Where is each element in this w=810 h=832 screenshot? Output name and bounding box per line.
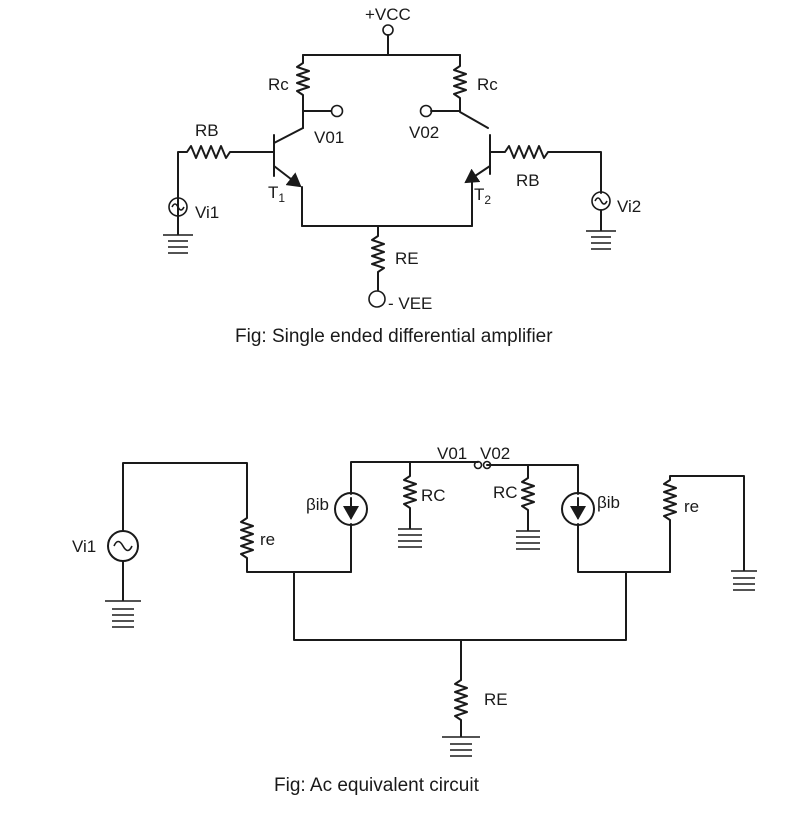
vee-terminal — [368, 290, 386, 308]
ground-icon — [105, 600, 141, 628]
vi1-sine-icon — [171, 203, 185, 211]
rb-left-resistor — [177, 145, 275, 229]
ac-equivalent-circuit: Vi1 re βib RC V01 V02 RC βib re — [72, 444, 757, 796]
ground-icon — [442, 736, 480, 757]
ground-icon — [586, 230, 616, 250]
ground-icon — [163, 234, 193, 254]
rb-left-label: RB — [195, 121, 219, 140]
vi2-sine-icon — [594, 197, 608, 205]
common-emitter-loop — [293, 571, 627, 641]
re-common-label: RE — [484, 690, 508, 709]
ground-icon — [516, 530, 540, 550]
re-left-resistor — [240, 511, 352, 573]
vi1-sine-icon — [113, 540, 133, 552]
vcc-rail — [302, 34, 461, 56]
rc-left-label: Rc — [268, 75, 289, 94]
figure1-caption: Fig: Single ended differential amplifier — [235, 326, 553, 347]
rb-right-label: RB — [516, 171, 540, 190]
v02-label: V02 — [480, 444, 510, 463]
re-right-label: re — [684, 497, 699, 516]
v01-label: V01 — [314, 128, 344, 147]
re-resistor — [371, 225, 385, 291]
re-left-label: re — [260, 530, 275, 549]
rc-right-label: RC — [493, 483, 518, 502]
right-output-wire — [486, 464, 671, 573]
rc-left-resistor — [403, 461, 417, 529]
beta-ib-right-label: βib — [597, 493, 620, 512]
beta-ib-right-source — [561, 492, 595, 526]
ground-icon — [731, 570, 757, 591]
rc-right-label: Rc — [477, 75, 498, 94]
v01-terminal — [330, 104, 344, 118]
differential-amplifier-schematic: +VCC Rc V01 T1 RB Vi1 RE - VEE Rc — [163, 5, 641, 347]
v02-label: V02 — [409, 123, 439, 142]
ground-icon — [398, 528, 422, 548]
vcc-label: +VCC — [365, 5, 411, 24]
rc-right-resistor — [521, 464, 535, 531]
v01-label: V01 — [437, 444, 467, 463]
t1-collector — [273, 127, 304, 144]
v02-terminal — [419, 104, 433, 118]
rc-left-label: RC — [421, 486, 446, 505]
vi1-ac-label: Vi1 — [72, 537, 96, 556]
re-right-resistor — [663, 475, 745, 573]
beta-ib-left-label: βib — [306, 495, 329, 514]
vcc-terminal — [382, 24, 394, 36]
t2-label: T2 — [474, 185, 491, 207]
figure2-caption: Fig: Ac equivalent circuit — [274, 775, 480, 796]
re-common-resistor — [454, 639, 468, 737]
re-label: RE — [395, 249, 419, 268]
vi1-label: Vi1 — [195, 203, 219, 222]
rc-left-resistor — [296, 54, 310, 129]
rc-right-resistor — [453, 54, 489, 129]
rb-right-resistor — [489, 145, 602, 194]
t1-emitter — [273, 165, 302, 188]
t2-emitter — [464, 165, 491, 184]
v01-terminal — [473, 460, 483, 470]
left-output-wire — [350, 461, 479, 573]
vi2-label: Vi2 — [617, 197, 641, 216]
beta-ib-left-source — [334, 492, 368, 526]
t1-label: T1 — [268, 183, 285, 205]
vee-label: - VEE — [388, 294, 432, 313]
vi1-input-wire — [122, 462, 248, 532]
